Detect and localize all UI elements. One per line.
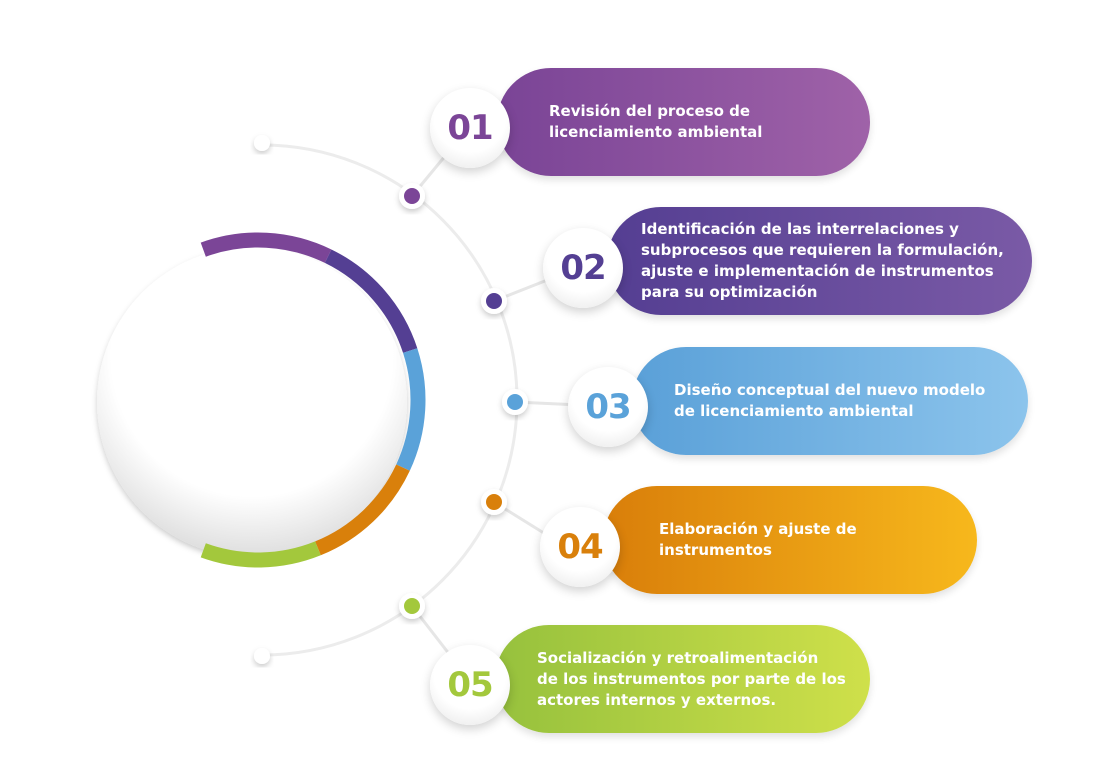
center-circle bbox=[97, 247, 407, 557]
step-pill-04: Elaboración y ajuste de instrumentos bbox=[603, 486, 977, 594]
step-dot bbox=[404, 598, 420, 614]
step-text: Identificación de las interrelaciones y … bbox=[641, 220, 1004, 301]
step-pill-01: Revisión del proceso de licenciamiento a… bbox=[497, 68, 870, 176]
step-number: 01 bbox=[430, 88, 510, 168]
ring-segment-01 bbox=[200, 232, 332, 263]
ring-segment-04 bbox=[315, 464, 410, 556]
step-pill-03: Diseño conceptual del nuevo modelo de li… bbox=[632, 347, 1028, 455]
ring-segment-02 bbox=[324, 249, 418, 353]
arc-endpoint-top bbox=[254, 135, 270, 151]
ring-segment-05 bbox=[200, 541, 321, 568]
step-text: Socialización y retroalimentación de los… bbox=[537, 648, 846, 709]
step-dot bbox=[507, 394, 523, 410]
step-pill-05: Socialización y retroalimentación de los… bbox=[495, 625, 870, 733]
step-text: Revisión del proceso de licenciamiento a… bbox=[549, 102, 763, 141]
arc-endpoint-bottom bbox=[254, 648, 270, 664]
step-number: 05 bbox=[430, 645, 510, 725]
ring-segment-03 bbox=[396, 348, 426, 471]
step-text: Elaboración y ajuste de instrumentos bbox=[659, 520, 857, 559]
step-pill-02: Identificación de las interrelaciones y … bbox=[607, 207, 1032, 315]
step-dot bbox=[486, 293, 502, 309]
step-number: 03 bbox=[568, 367, 648, 447]
step-dot bbox=[404, 188, 420, 204]
step-number: 02 bbox=[543, 228, 623, 308]
step-text: Diseño conceptual del nuevo modelo de li… bbox=[674, 381, 986, 420]
step-dot bbox=[486, 494, 502, 510]
step-number: 04 bbox=[540, 507, 620, 587]
